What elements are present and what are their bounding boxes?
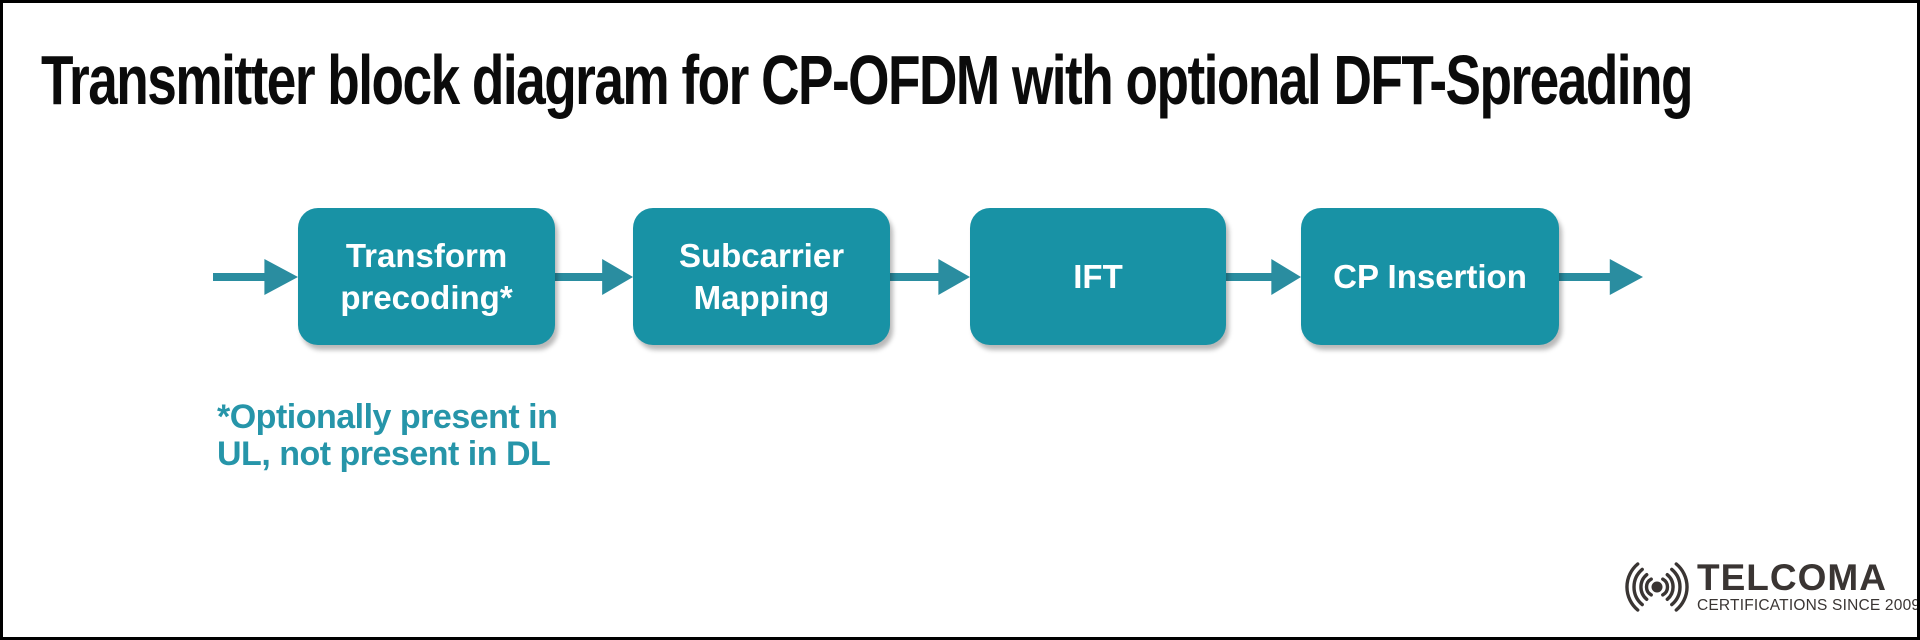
arrow-icon (1226, 257, 1301, 297)
footnote-line-1: *Optionally present in (217, 398, 558, 436)
entry-arrow-icon (213, 257, 298, 297)
page-title: Transmitter block diagram for CP-OFDM wi… (41, 41, 1694, 119)
block-ift: IFT (970, 208, 1226, 345)
arrow-icon (890, 257, 970, 297)
footnote: *Optionally present in UL, not present i… (217, 398, 558, 473)
exit-arrow-icon (1559, 257, 1643, 297)
block-subcarrier-mapping: Subcarrier Mapping (633, 208, 890, 345)
radio-waves-icon (1621, 559, 1693, 615)
logo-text: TELCOMA (1697, 556, 1887, 598)
footnote-line-2: UL, not present in DL (217, 435, 551, 473)
logo-tagline: CERTIFICATIONS SINCE 2009 (1697, 597, 1920, 615)
block-transform-precoding: Transform precoding* (298, 208, 555, 345)
arrow-icon (555, 257, 633, 297)
block-cp-insertion: CP Insertion (1301, 208, 1559, 345)
telcoma-logo: TELCOMA CERTIFICATIONS SINCE 2009 (1621, 556, 1920, 615)
